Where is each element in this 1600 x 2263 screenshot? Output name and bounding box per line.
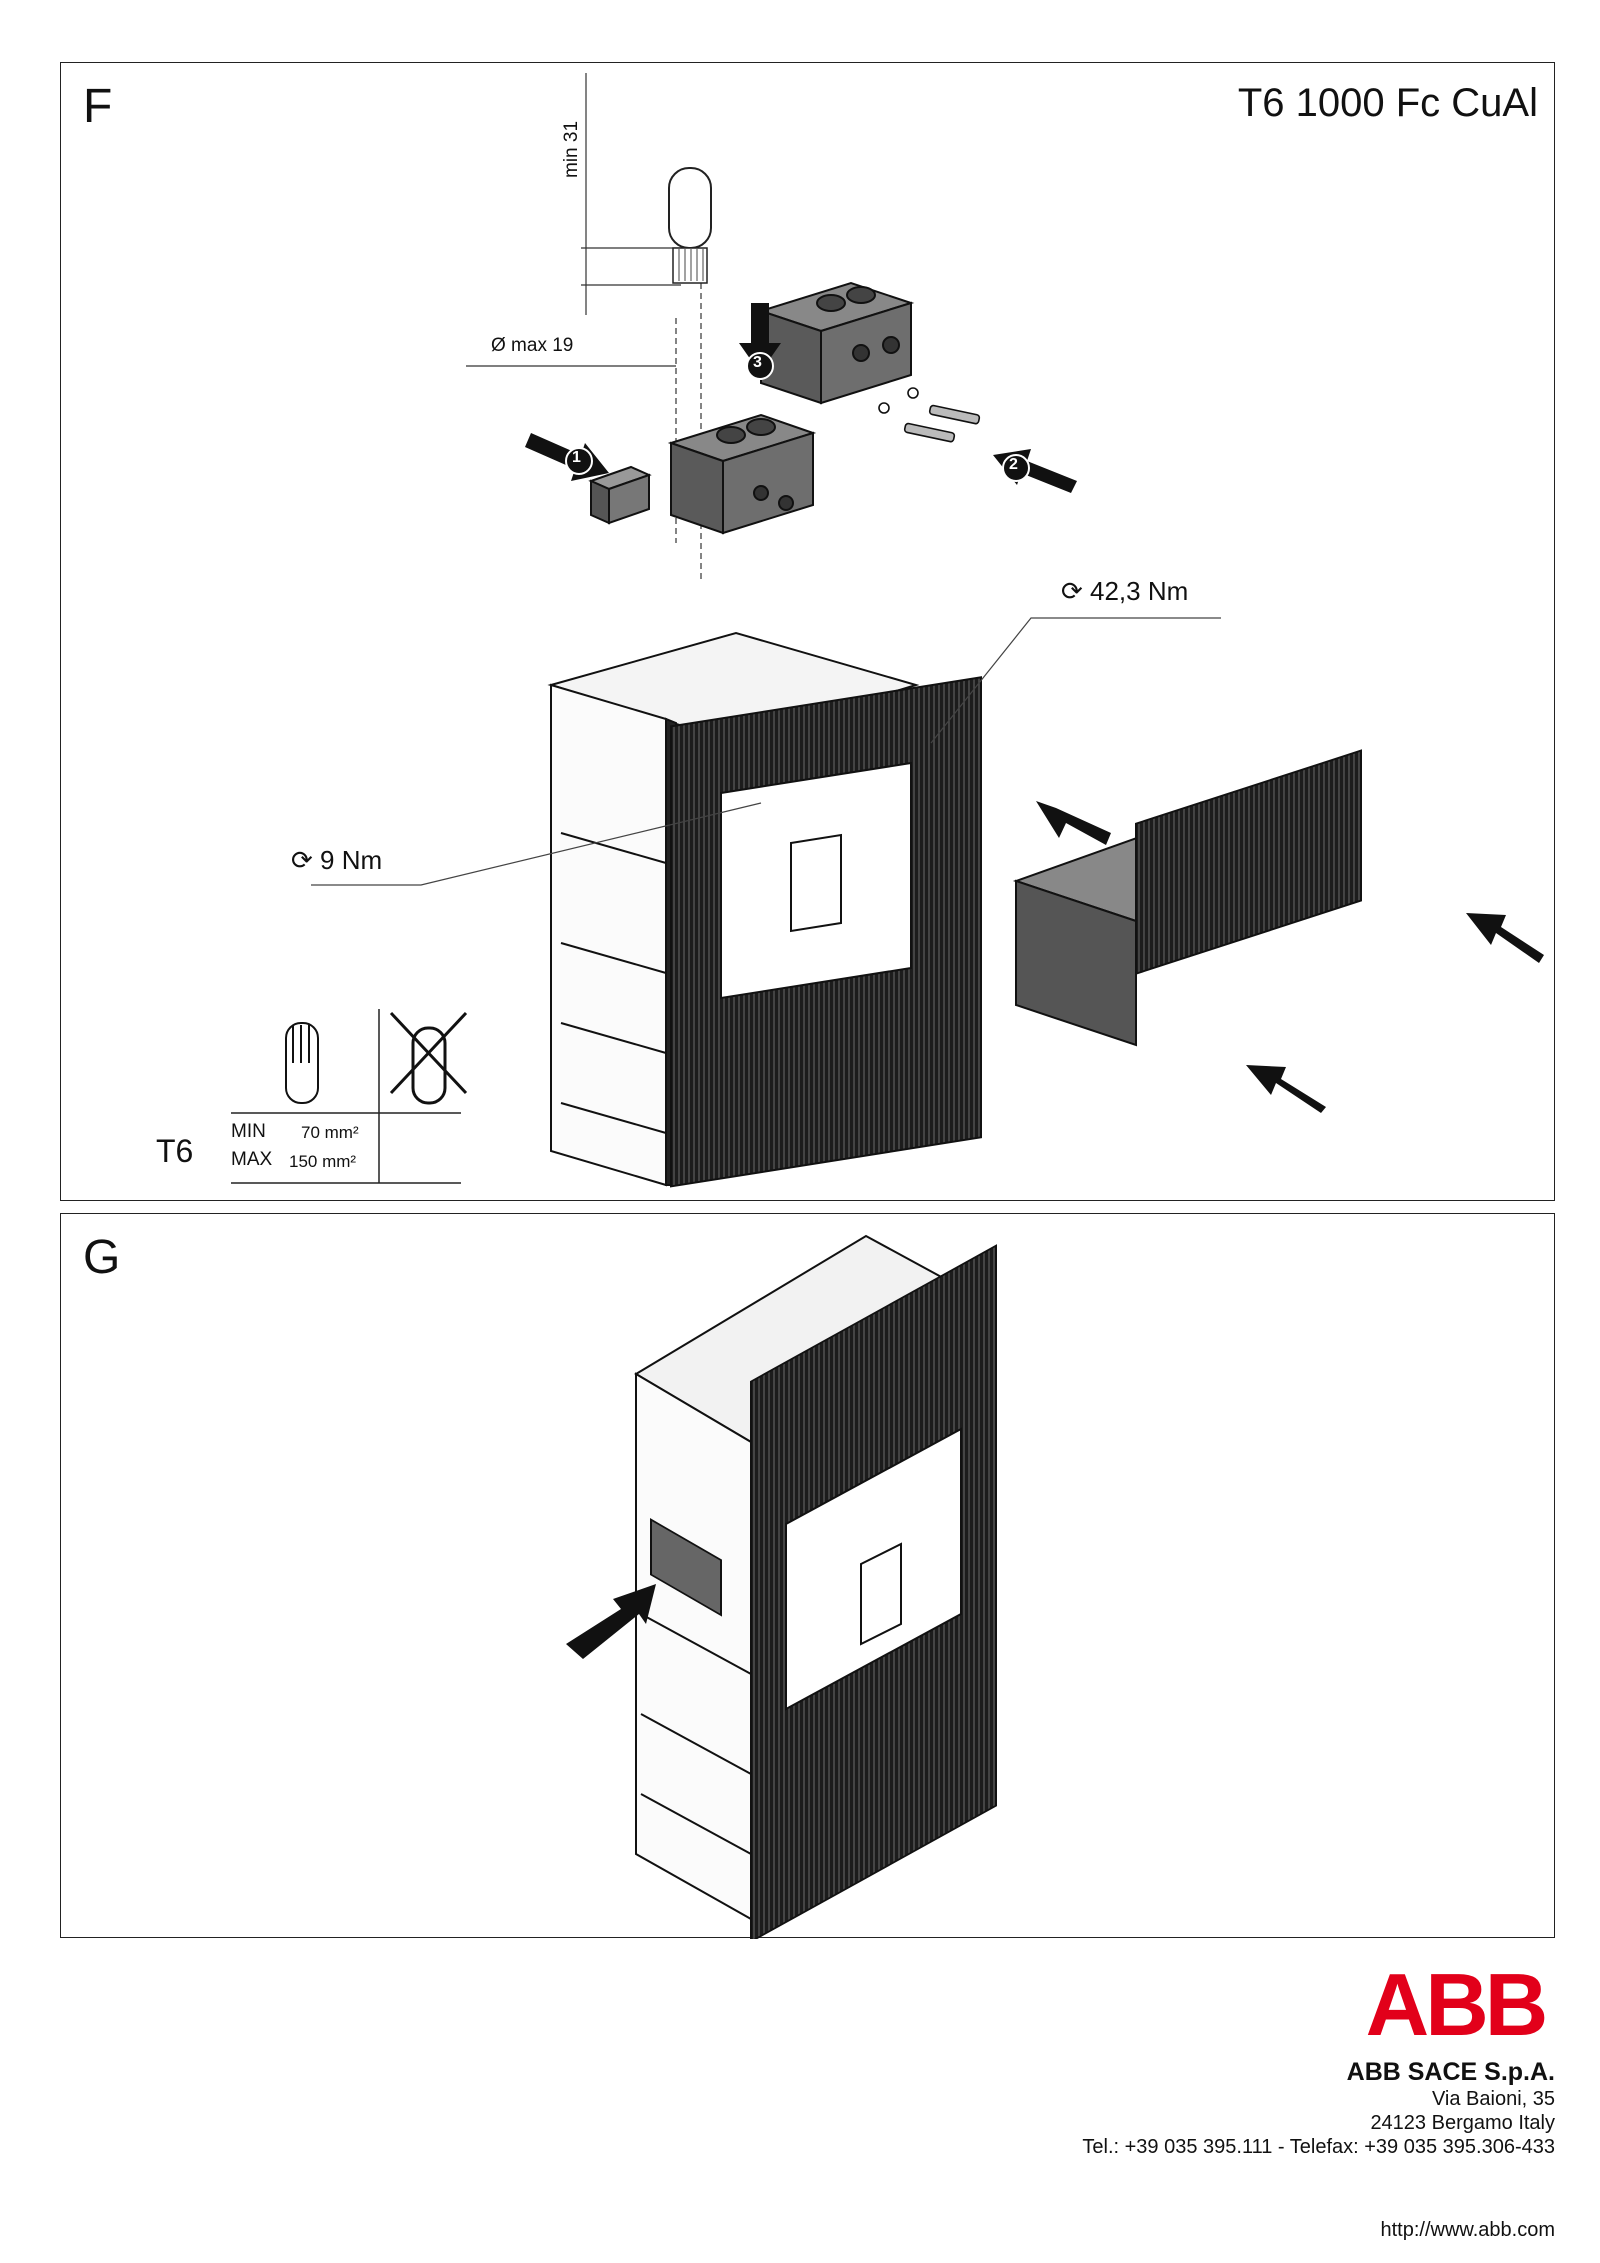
cable-not-allowed-icon xyxy=(389,1011,468,1105)
dim-diameter-label: Ø max 19 xyxy=(491,335,574,356)
step-1-label: 1 xyxy=(572,449,581,466)
abb-logo: ABB xyxy=(1366,1963,1549,2041)
circuit-breaker-g xyxy=(634,1234,997,1939)
terminal-lower-icon xyxy=(667,413,817,535)
step-badges xyxy=(565,352,1030,482)
circuit-breaker-f xyxy=(547,631,982,1188)
torque-icon: ⟳ xyxy=(291,845,321,875)
torque-small-label: ⟳ 9 Nm xyxy=(291,845,383,875)
company-name: ABB SACE S.p.A. xyxy=(1346,2058,1555,2086)
model-title: T6 1000 Fc CuAl xyxy=(1237,81,1538,125)
website-link[interactable]: http://www.abb.com xyxy=(1380,2219,1555,2241)
cable-table-breaker: T6 xyxy=(156,1133,194,1169)
address-city: 24123 Bergamo Italy xyxy=(1370,2112,1555,2134)
insert-arrow xyxy=(566,1584,656,1659)
company-block: ABB SACE S.p.A. Via Baioni, 35 24123 Ber… xyxy=(1082,2058,1555,2159)
cable-max-label: MAX xyxy=(231,1149,273,1170)
cable-dimension-lines xyxy=(466,73,702,583)
cable-max-value: 150 mm² xyxy=(289,1152,357,1171)
torque-large-label: ⟳ 42,3 Nm xyxy=(1061,576,1189,606)
panel-g-letter: G xyxy=(83,1231,121,1284)
panel-f: F T6 1000 Fc CuAl xyxy=(60,62,1555,1201)
panel-f-letter: F xyxy=(83,80,113,133)
insulating-plug-icon xyxy=(588,465,652,525)
step-2-label: 2 xyxy=(1009,456,1018,473)
dim-min-label: min 31 xyxy=(561,120,582,178)
panel-g: G xyxy=(60,1213,1555,1939)
torque-icon: ⟳ xyxy=(1061,576,1091,606)
contact-phone: Tel.: +39 035 395.111 - Telefax: +39 035… xyxy=(1082,2136,1555,2158)
cable-ok-icon xyxy=(285,1022,319,1104)
leader-lines xyxy=(311,617,1221,886)
screws-icon xyxy=(878,387,981,443)
cable-table-lines xyxy=(231,1009,461,1184)
address-street: Via Baioni, 35 xyxy=(1431,2088,1555,2110)
assembly-diagram-f xyxy=(231,73,1544,1188)
svg-text:ABB: ABB xyxy=(1366,1963,1545,2041)
step-3-label: 3 xyxy=(753,354,762,371)
cable-min-label: MIN xyxy=(231,1121,266,1142)
cable-end-icon xyxy=(668,167,712,284)
cable-min-value: 70 mm² xyxy=(301,1123,359,1142)
assembly-diagram-g xyxy=(566,1234,997,1939)
terminal-upper-icon xyxy=(757,281,915,405)
terminal-cover-icon xyxy=(1012,749,1362,1047)
